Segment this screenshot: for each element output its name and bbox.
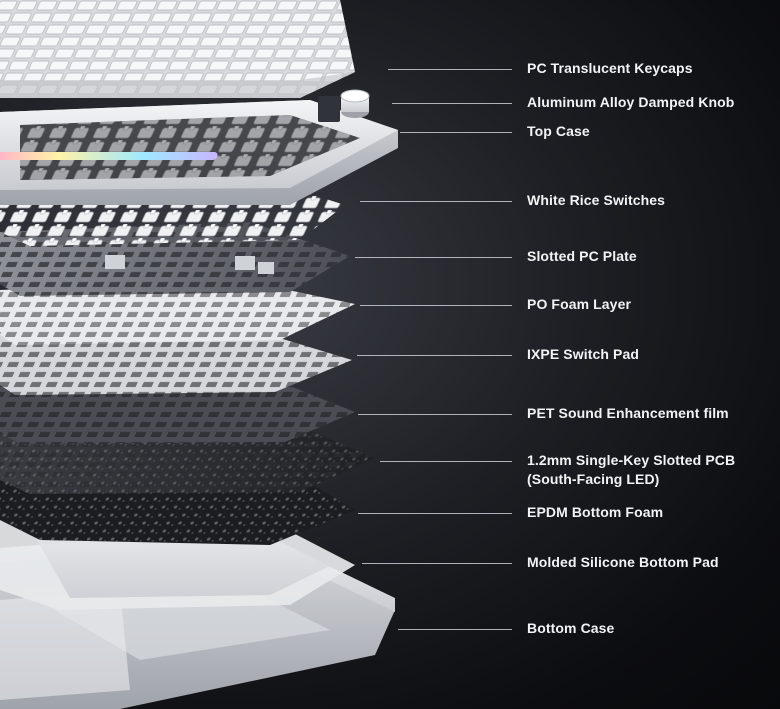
leader-pcb	[380, 461, 512, 462]
po-foam-part	[0, 280, 355, 345]
keycaps-part	[0, 0, 355, 98]
leader-keycaps	[388, 69, 512, 70]
label-pcb: 1.2mm Single-Key Slotted PCB	[527, 452, 736, 468]
label-po-foam: PO Foam Layer	[527, 296, 632, 312]
leader-po-foam	[360, 305, 512, 306]
label-top-case: Top Case	[527, 123, 590, 139]
leader-top-case	[400, 132, 512, 133]
leader-silicone-pad	[362, 563, 512, 564]
label-switches: White Rice Switches	[527, 192, 666, 208]
knob-part	[318, 89, 370, 122]
leader-epdm-foam	[358, 513, 512, 514]
leader-knob	[392, 103, 512, 104]
leader-plate	[355, 257, 512, 258]
label-ixpe-pad: IXPE Switch Pad	[527, 346, 639, 362]
label-keycaps: PC Translucent Keycaps	[527, 60, 693, 76]
leader-pet-film	[358, 414, 512, 415]
top-case-part	[0, 100, 398, 205]
leader-switches	[360, 201, 512, 202]
label-knob: Aluminum Alloy Damped Knob	[527, 94, 735, 110]
rgb-strip	[0, 152, 218, 160]
label-bottom-case: Bottom Case	[527, 620, 615, 636]
label-silicone-pad: Molded Silicone Bottom Pad	[527, 554, 719, 570]
label-pet-film: PET Sound Enhancement film	[527, 405, 729, 421]
label-epdm-foam: EPDM Bottom Foam	[527, 504, 664, 520]
leader-ixpe-pad	[357, 355, 512, 356]
label-plate: Slotted PC Plate	[527, 248, 637, 264]
label-pcb-line2: (South-Facing LED)	[527, 471, 660, 487]
leader-bottom-case	[398, 629, 512, 630]
